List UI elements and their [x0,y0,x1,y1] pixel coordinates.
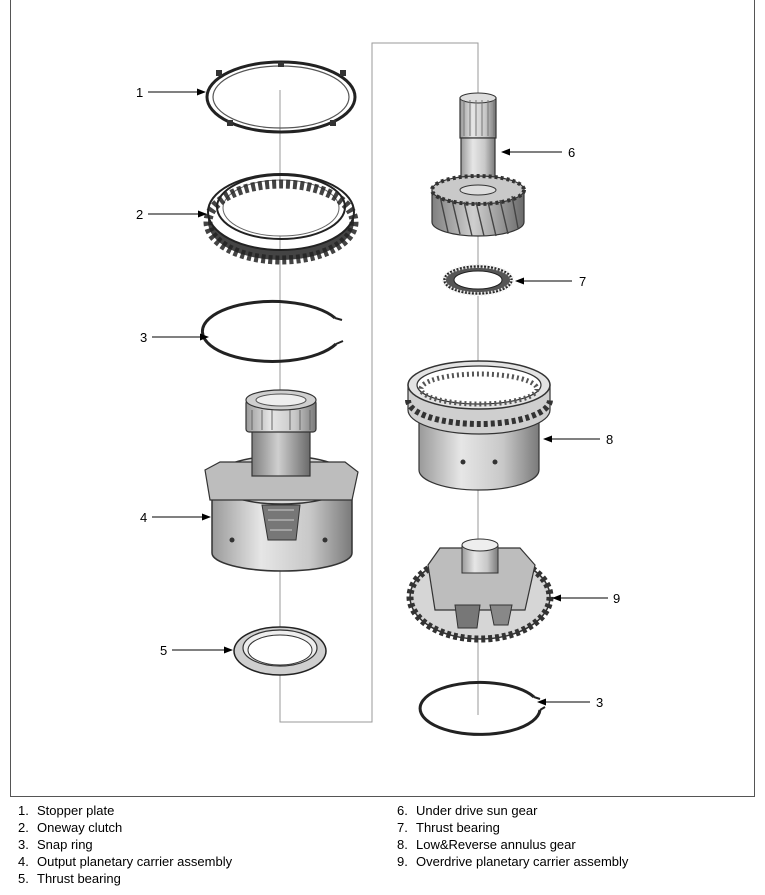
thrust-bearing-right-part [442,264,514,296]
legend-label: Snap ring [37,837,93,852]
legend-number: 4. [18,854,29,869]
legend-label: Overdrive planetary carrier assembly [416,854,629,869]
legend-label: Output planetary carrier assembly [37,854,233,869]
legend-item: 1. Stopper plate [18,802,232,819]
legend-label: Low&Reverse annulus gear [416,837,576,852]
callout-8: 8 [606,432,613,447]
assembly-axis-line [279,42,479,723]
snap-ring-left-part [200,299,344,363]
legend-label: Stopper plate [37,803,115,818]
leader-lines [148,88,608,706]
legend-number: 2. [18,820,29,835]
callout-9: 9 [613,591,620,606]
sun-gear-part [430,92,526,237]
legend-number: 8. [397,837,408,852]
oneway-clutch-part [203,173,359,265]
legend-item: 4. Output planetary carrier assembly [18,853,232,870]
legend-item: 6. Under drive sun gear [397,802,628,819]
legend-item: 2. Oneway clutch [18,819,232,836]
callout-3-right: 3 [596,695,603,710]
legend-label: Thrust bearing [37,871,121,886]
snap-ring-right-part [418,680,546,736]
output-carrier-part [204,389,359,572]
diagram-frame [10,0,755,797]
legend-item: 5. Thrust bearing [18,870,232,887]
annulus-gear-part [405,360,553,491]
thrust-bearing-left-part [233,626,327,676]
legend-item: 3. Snap ring [18,836,232,853]
callout-3-left: 3 [140,330,147,345]
legend-label: Thrust bearing [416,820,500,835]
legend-number: 5. [18,871,29,886]
legend-label: Under drive sun gear [416,803,538,818]
legend-number: 3. [18,837,29,852]
legend-column-left: 1. Stopper plate 2. Oneway clutch 3. Snap r… [18,802,232,887]
legend-number: 9. [397,854,408,869]
legend-number: 1. [18,803,29,818]
callout-5: 5 [160,643,167,658]
legend-label: Oneway clutch [37,820,123,835]
callout-1: 1 [136,85,143,100]
stopper-plate-part [205,60,357,134]
overdrive-carrier-part [406,538,554,643]
exploded-view-diagram: 1 2 3 4 5 6 7 8 9 3 [136,42,620,736]
callout-2: 2 [136,207,143,222]
legend-item: 9. Overdrive planetary carrier assembly [397,853,628,870]
callout-7: 7 [579,274,586,289]
parts-legend: 1. Stopper plate 2. Oneway clutch 3. Snap r… [0,800,765,895]
callout-4: 4 [140,510,147,525]
legend-number: 7. [397,820,408,835]
legend-column-right: 6.Under drive sun gear 7.Thrust bearing … [397,802,628,870]
legend-item: 7. Thrust bearing [397,819,628,836]
callout-6: 6 [568,145,575,160]
legend-number: 6. [397,803,408,818]
legend-item: 8. Low&Reverse annulus gear [397,836,628,853]
